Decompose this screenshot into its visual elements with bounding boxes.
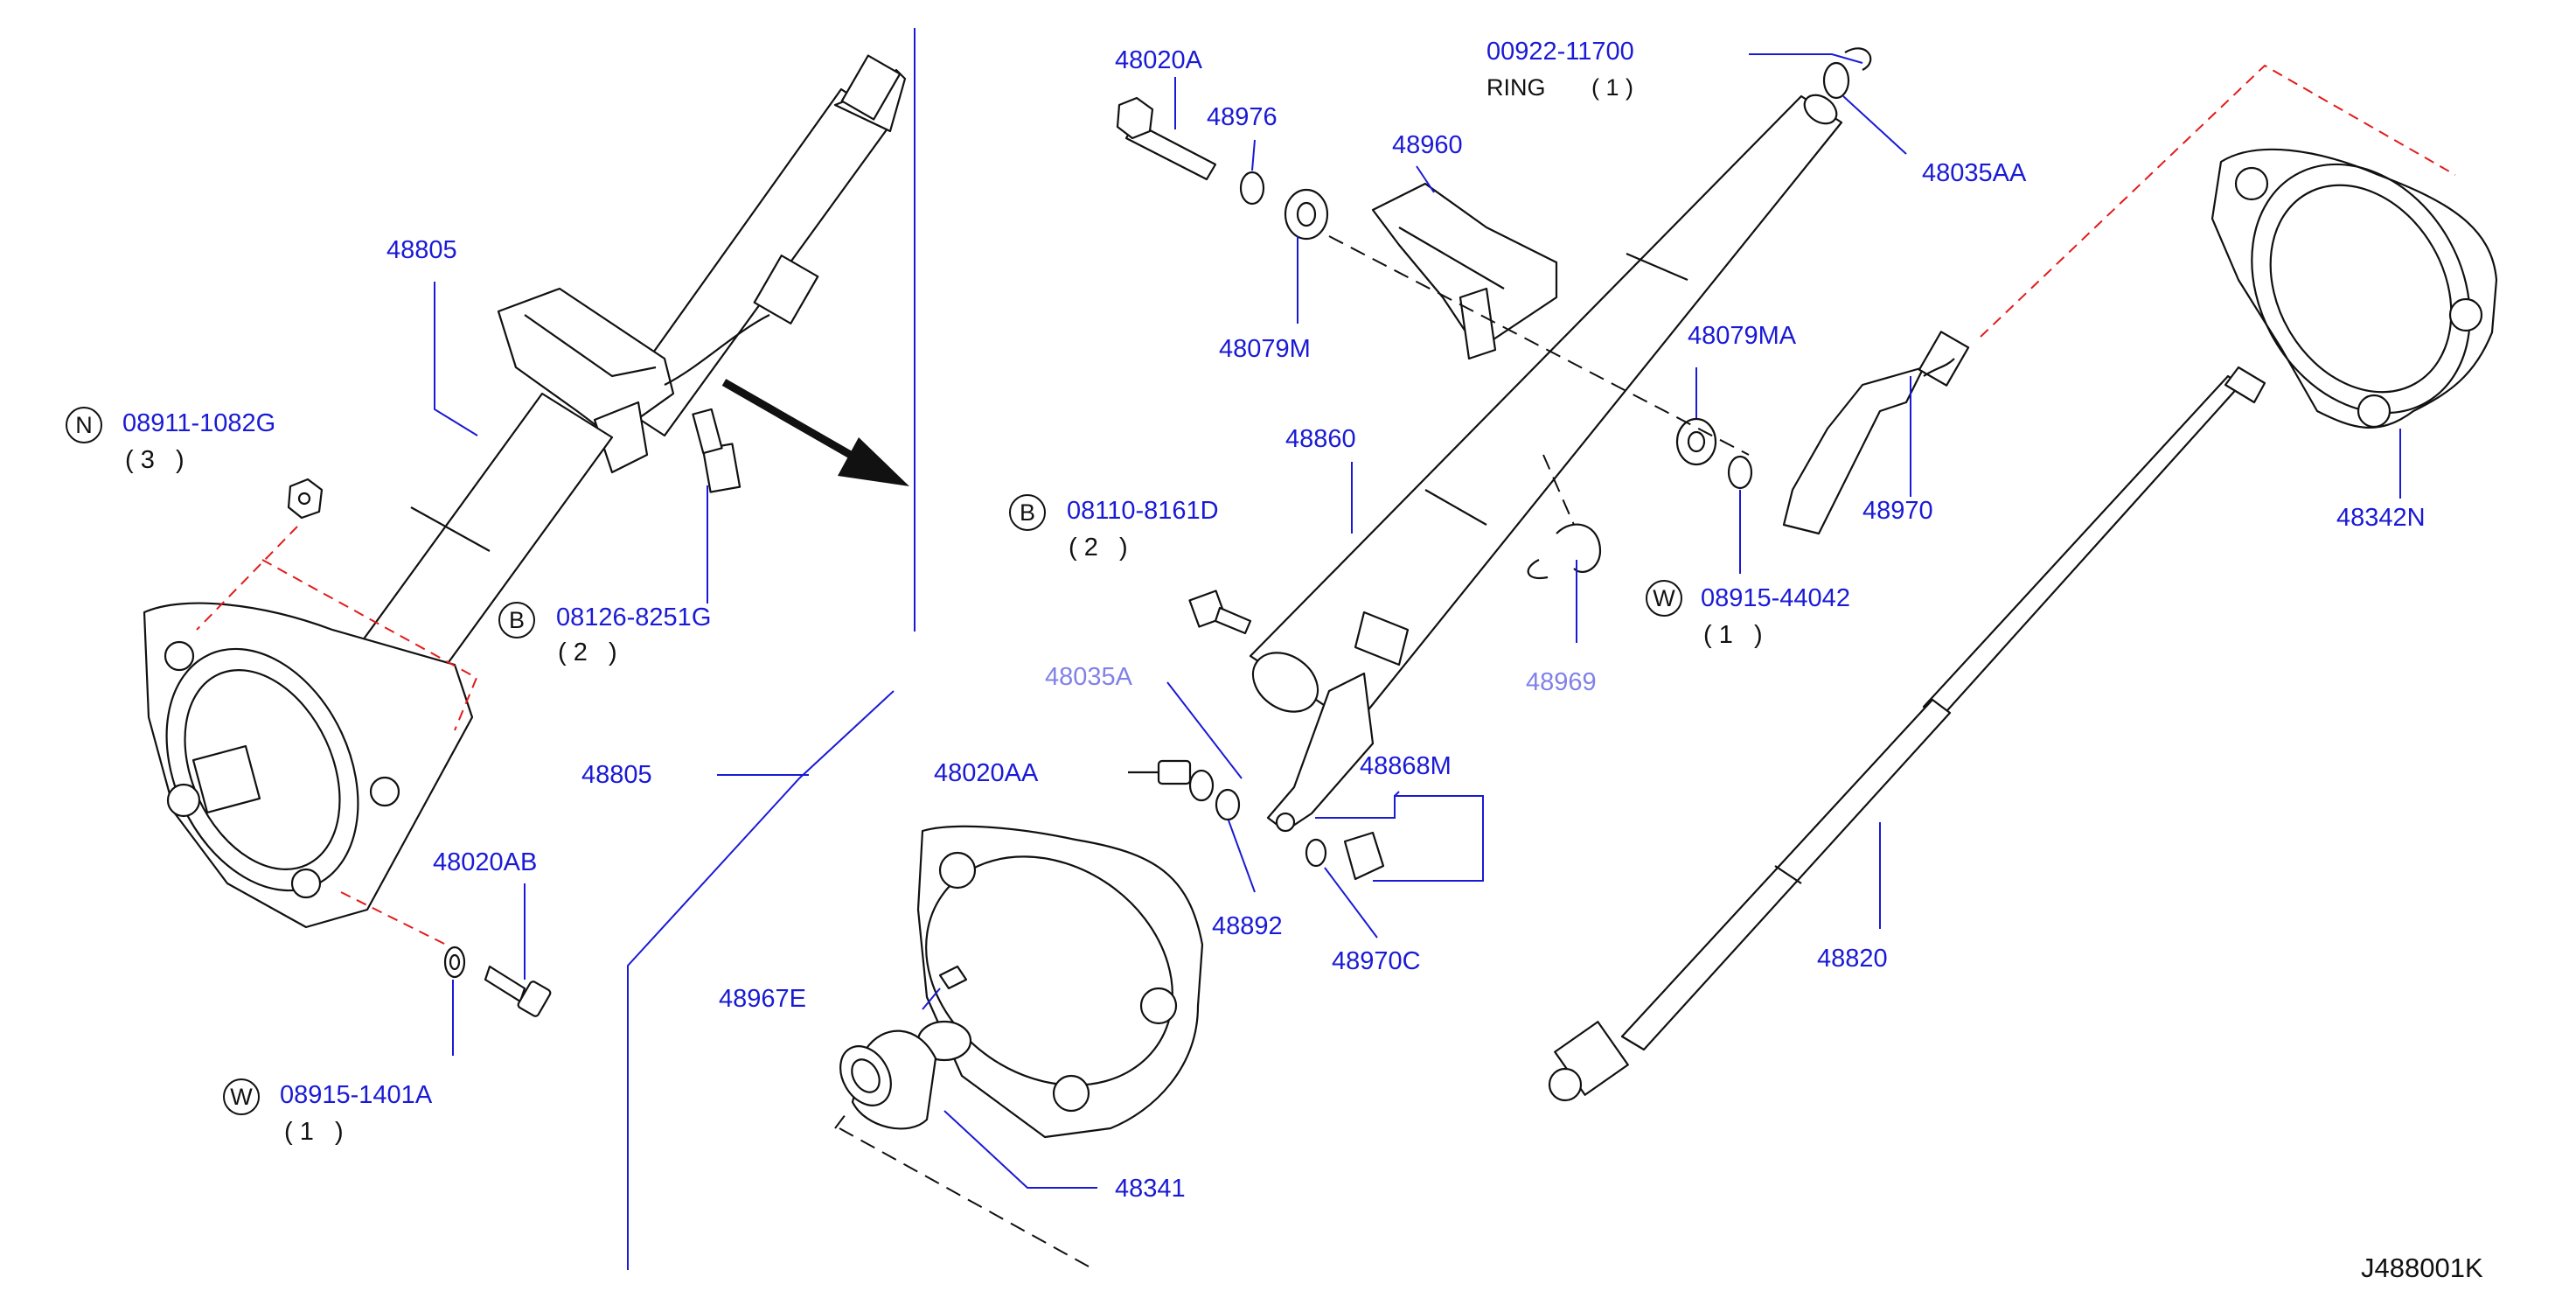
direction-arrow	[721, 379, 909, 486]
label-00922-11700: 00922-11700	[1486, 38, 1634, 66]
phantom-lines-right	[1980, 64, 2456, 338]
bolt-48020A	[1116, 96, 1217, 181]
label-48020AB: 48020AB	[433, 848, 538, 876]
cover-48342N	[2210, 148, 2498, 429]
label-48805-upper: 48805	[386, 236, 457, 264]
label-48860: 48860	[1285, 425, 1356, 453]
label-48976: 48976	[1207, 103, 1278, 131]
label-48035AA: 48035AA	[1922, 159, 2027, 187]
label-08915-44042: 08915-44042	[1701, 584, 1850, 612]
label-48079M: 48079M	[1219, 335, 1311, 363]
label-48805-lower: 48805	[581, 761, 652, 789]
lower-shaft-48820	[1548, 366, 2266, 1102]
label-48035A-partial: 48035A	[1045, 663, 1132, 691]
diagram-code: J488001K	[2361, 1253, 2483, 1283]
label-48020AA: 48020AA	[934, 759, 1039, 787]
label-48341: 48341	[1115, 1175, 1186, 1203]
label-08110-8161D: 08110-8161D	[1067, 497, 1219, 525]
qty-ring: ( 1 )	[1591, 74, 1634, 101]
label-08126-8251G: 08126-8251G	[556, 604, 712, 632]
qty-08915-1401A: ( 1 )	[284, 1118, 344, 1146]
label-48967E: 48967E	[719, 985, 806, 1013]
washer-48976	[1239, 171, 1265, 206]
label-48970: 48970	[1862, 497, 1933, 525]
marker-b-right: B	[1009, 494, 1046, 531]
bracket-48960	[1371, 182, 1558, 360]
label-ring: RING	[1486, 74, 1546, 101]
washer-08915-44042	[1727, 455, 1753, 490]
qty-08911: ( 3 )	[125, 446, 184, 474]
dashed-guide-lines	[834, 235, 1750, 1267]
marker-b-left: B	[498, 602, 535, 639]
label-08915-1401A: 08915-1401A	[280, 1081, 433, 1109]
collar-48967E	[839, 965, 972, 1130]
qty-08126: ( 2 )	[558, 639, 617, 666]
qty-08110: ( 2 )	[1069, 534, 1128, 562]
housing-48341	[916, 825, 1204, 1139]
label-48079MA: 48079MA	[1688, 322, 1797, 350]
label-48868M: 48868M	[1360, 752, 1452, 780]
label-48960: 48960	[1392, 131, 1463, 159]
bolt-48020AB	[484, 965, 552, 1017]
label-48892: 48892	[1212, 912, 1283, 940]
label-48342N: 48342N	[2336, 504, 2426, 532]
clip-48969	[1527, 523, 1602, 580]
label-48969-partial: 48969	[1526, 668, 1597, 696]
washer-08915-1401	[443, 946, 466, 979]
inner-tube-48860	[1249, 94, 1843, 728]
bracket-48868M	[1266, 672, 1375, 833]
marker-w-right: W	[1646, 580, 1682, 617]
leader-lines	[434, 53, 2401, 1189]
washers-48892	[1188, 769, 1241, 821]
ring-00922	[1844, 47, 1872, 71]
marker-n: N	[66, 407, 102, 443]
bolt-08110	[1188, 590, 1252, 635]
phantom-lines-left	[196, 526, 478, 946]
bushing-48079MA	[1675, 417, 1717, 466]
label-08911-1082G: 08911-1082G	[122, 409, 276, 437]
bolt-48020AA	[1128, 759, 1192, 785]
marker-w-left: W	[223, 1078, 260, 1115]
block-48970C	[1305, 831, 1385, 881]
bolt-08126	[692, 408, 741, 493]
divider-lines	[627, 28, 916, 1270]
nut-08911	[287, 478, 324, 520]
bracket-48970	[1782, 331, 1970, 535]
label-48820: 48820	[1817, 945, 1888, 973]
label-48970C: 48970C	[1332, 947, 1421, 975]
label-48020A: 48020A	[1115, 46, 1202, 74]
bushing-48079M	[1284, 188, 1329, 241]
washer-48035AA	[1822, 61, 1850, 100]
steering-column-assembly-48805	[143, 54, 907, 929]
qty-08915-44042: ( 1 )	[1703, 621, 1763, 649]
